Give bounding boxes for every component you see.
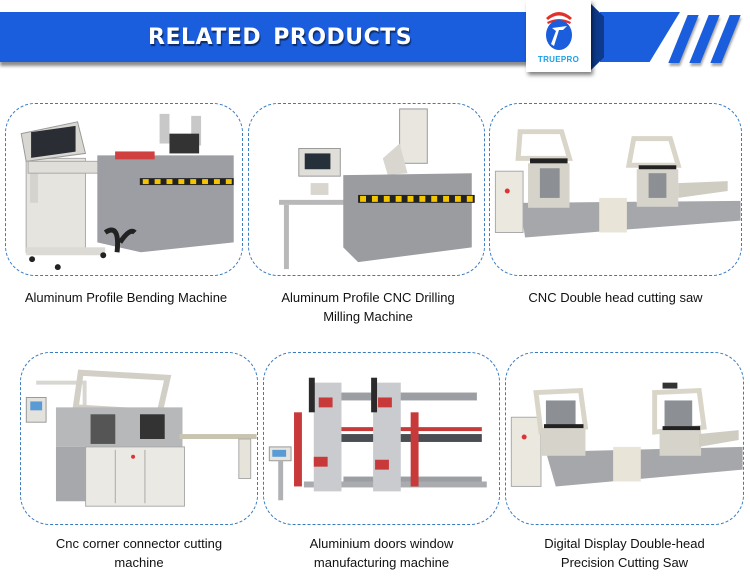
section-title: RELATED PRODUCTS [148, 25, 413, 50]
window-manufacturing-machine-image [268, 377, 487, 501]
cnc-drilling-milling-machine-image [279, 108, 475, 270]
product-card-corner-connector[interactable] [20, 352, 258, 525]
product-card-cnc-drilling-milling[interactable] [248, 103, 485, 276]
product-name-digital-double-head-saw[interactable]: Digital Display Double-head Precision Cu… [544, 536, 705, 570]
bending-machine-image [20, 113, 234, 271]
product-name-double-head-saw[interactable]: CNC Double head cutting saw [528, 290, 703, 305]
truepro-logo-icon [546, 12, 572, 50]
product-card-bending-machine[interactable] [5, 103, 243, 276]
product-name-window-manufacturing[interactable]: Aluminium doors window manufacturing mac… [309, 536, 454, 570]
related-products-banner: RELATED PRODUCTS TRUEPRO [0, 0, 750, 80]
banner-band [0, 12, 560, 62]
product-name-bending-machine[interactable]: Aluminum Profile Bending Machine [24, 290, 228, 305]
decorative-stripes [666, 15, 750, 65]
product-name-cnc-drilling-milling[interactable]: Aluminum Profile CNC Drilling Milling Ma… [281, 290, 455, 324]
product-card-double-head-saw[interactable] [489, 103, 742, 276]
brand-name: TRUEPRO [537, 55, 580, 64]
product-card-window-manufacturing[interactable] [263, 352, 500, 525]
product-card-digital-double-head-saw[interactable] [505, 352, 744, 525]
brand-logo: TRUEPRO [526, 0, 591, 72]
double-head-cutting-saw-image [494, 129, 741, 238]
logo-fold [590, 3, 604, 71]
product-name-corner-connector[interactable]: Cnc corner connector cutting machine [55, 536, 223, 570]
corner-connector-cutting-machine-image [25, 369, 257, 507]
digital-double-head-saw-image [510, 382, 743, 487]
